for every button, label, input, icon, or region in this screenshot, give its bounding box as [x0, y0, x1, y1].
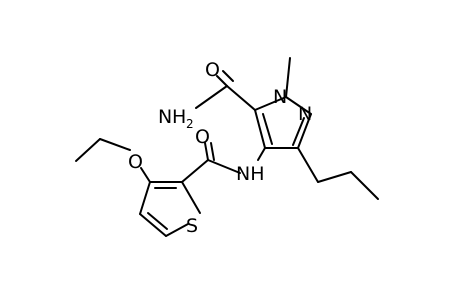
bond-c3-c4: [139, 181, 151, 215]
thiophene-ring: [139, 181, 201, 237]
ethoxy-group: [75, 138, 151, 183]
atom-label-ring-n1: N: [273, 86, 287, 108]
thiophene-carboxamide: [181, 142, 215, 183]
bond-c4-c5: [139, 213, 167, 237]
bond-n1-methyl: [285, 57, 291, 98]
bond-n2-c3: [297, 113, 312, 149]
bond-carbonyl-n: [195, 85, 228, 109]
bond-carbonyl-o: [216, 75, 228, 87]
bond-ch2-ch3: [75, 138, 101, 162]
atom-label-amide-oxygen: O: [205, 59, 220, 81]
bond-carbonyl2-c2: [181, 159, 209, 183]
bond-c4-c5-double: [147, 212, 168, 230]
atom-label-amide-h-subscript: 2: [186, 117, 194, 131]
bond-c4-nh: [257, 147, 266, 161]
bond-carbonyl2-o: [204, 142, 209, 161]
atom-label-amide-hydrogen: H: [172, 106, 186, 128]
bond-n1-n2: [285, 96, 312, 115]
bond-c5-n1: [254, 96, 287, 111]
bond-o-ch2: [99, 138, 131, 151]
bond-propyl-1: [297, 147, 319, 183]
bond-carbonyl-o-double: [222, 70, 234, 82]
atom-label-sulfur: S: [186, 215, 198, 237]
atom-label-amide-nitrogen: N: [158, 106, 172, 128]
bond-c5-carbonyl: [226, 85, 256, 111]
bond-s-c2: [181, 181, 201, 214]
bond-c3-o: [140, 167, 151, 183]
bond-c4-c5-double: [262, 113, 273, 145]
pyrazole-ring: [254, 96, 312, 149]
bond-carbonyl2-o-double: [210, 142, 215, 161]
bond-nh-carbonyl: [207, 159, 241, 174]
bond-n2-c3-double: [292, 117, 305, 146]
bond-propyl-3: [350, 171, 379, 200]
propyl-chain: [297, 147, 379, 200]
atom-label-carbonyl-oxygen: O: [195, 126, 210, 148]
bond-c5-s: [165, 223, 189, 237]
atom-label-nh: NH: [236, 163, 265, 185]
bond-propyl-2: [317, 171, 352, 183]
bond-c4-c5: [254, 109, 266, 149]
carboxamide-group: [195, 70, 256, 111]
atom-label-ring-n2: N: [298, 103, 312, 125]
atom-label-ether-oxygen: O: [128, 151, 143, 173]
